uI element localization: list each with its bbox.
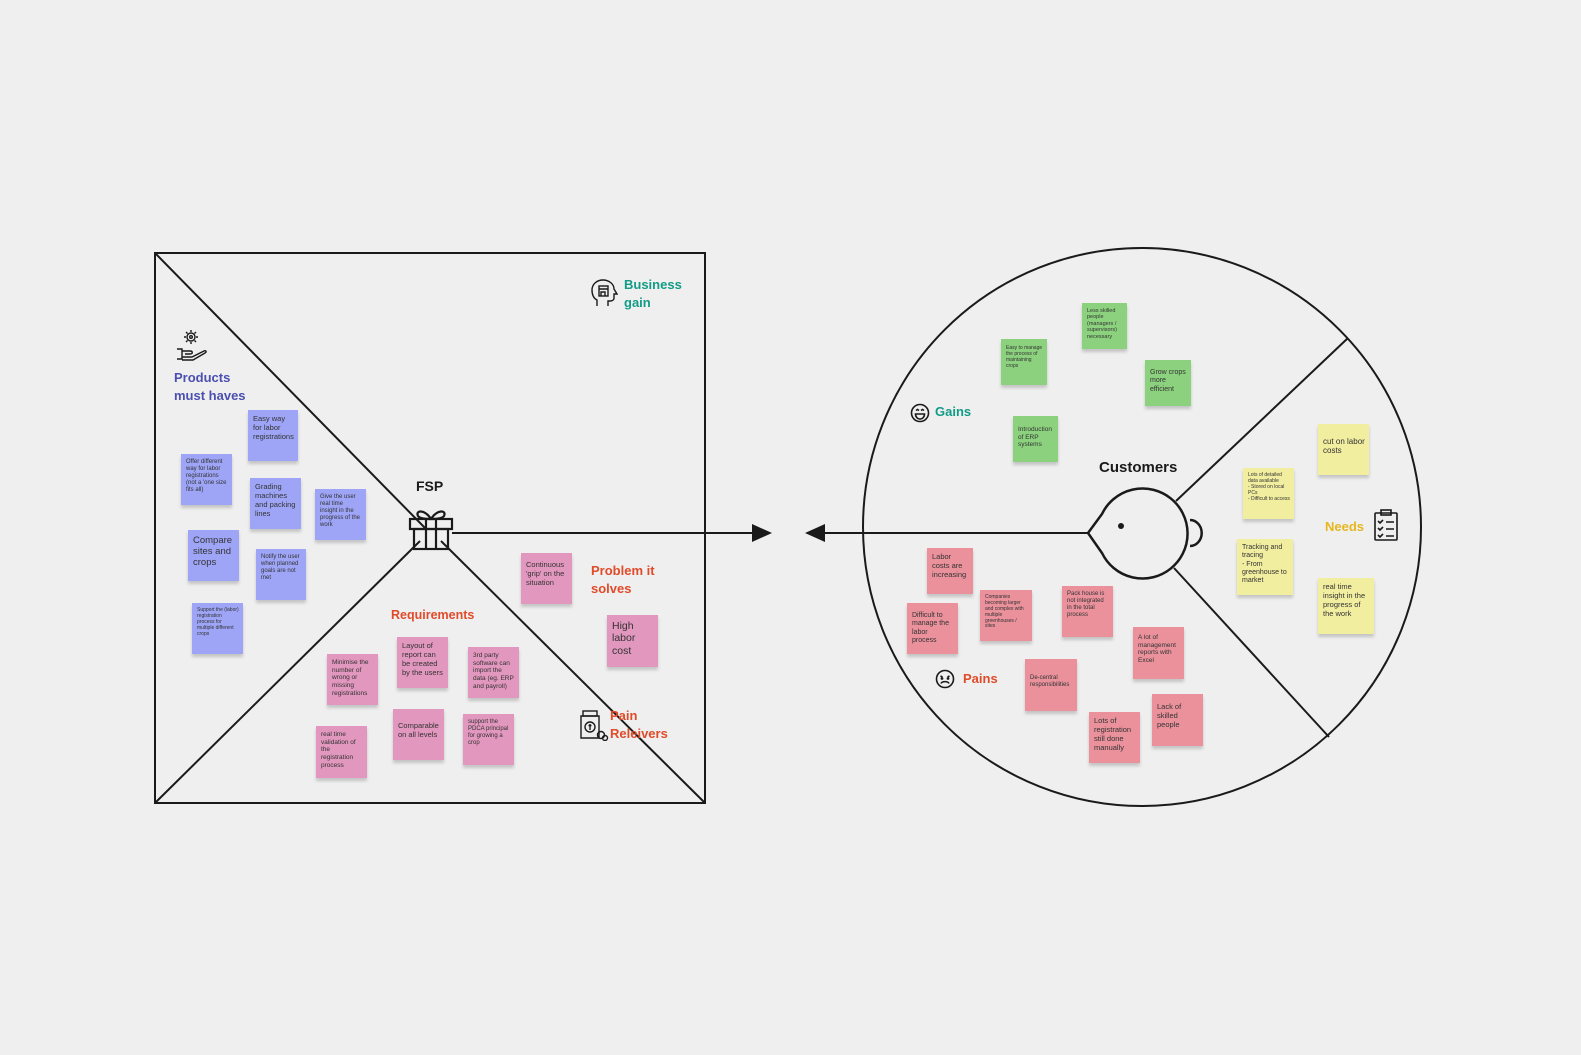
- customer-face-icon: [1086, 487, 1203, 580]
- sticky-note-need[interactable]: real time insight in the progress of the…: [1318, 578, 1374, 634]
- sticky-note-product[interactable]: Give the user real time insight in the p…: [315, 489, 366, 540]
- hand-gear-icon: [177, 330, 207, 361]
- products-label-line-2: must haves: [174, 388, 246, 403]
- sad-face-icon: [935, 669, 955, 689]
- sticky-note-pain[interactable]: De-central responsibilities: [1025, 659, 1077, 711]
- requirements-label: Requirements: [391, 608, 475, 622]
- sticky-note-requirement[interactable]: real time validation of the registration…: [316, 726, 367, 778]
- sticky-note-pain[interactable]: Lack of skilled people: [1152, 694, 1203, 746]
- sticky-note-requirement[interactable]: Minimise the number of wrong or missing …: [327, 654, 378, 705]
- business-gain-line-1: Business: [624, 277, 682, 292]
- sticky-note-pain[interactable]: Labor costs are increasing: [927, 548, 973, 594]
- pains-label: Pains: [963, 671, 998, 686]
- gift-icon: [408, 510, 454, 551]
- sticky-note-requirement[interactable]: Comparable on all levels: [393, 709, 444, 760]
- diagonal-bottom-right: [440, 540, 706, 804]
- arrow-head-left: [805, 524, 825, 542]
- sticky-note-gain[interactable]: Grow crops more efficient: [1145, 360, 1191, 406]
- products-label: Products must haves: [174, 369, 246, 405]
- store-head-icon: [591, 279, 618, 306]
- medicine-bottle-icon: [580, 710, 609, 741]
- sticky-note-problem[interactable]: Continuous 'grip' on the situation: [521, 553, 572, 604]
- sticky-note-product[interactable]: Compare sites and crops: [188, 530, 239, 581]
- sticky-note-pain[interactable]: Difficult to manage the labor process: [907, 603, 958, 654]
- square-border[interactable]: [154, 252, 706, 804]
- gains-label: Gains: [935, 404, 972, 419]
- customers-label: Customers: [1099, 459, 1178, 476]
- products-label-line-1: Products: [174, 370, 231, 385]
- sticky-note-gain[interactable]: Introduction of ERP systems: [1013, 416, 1058, 462]
- problem-label: Problem it solves: [591, 562, 655, 598]
- pain-relievers-line-1: Pain: [610, 708, 638, 723]
- sticky-note-need[interactable]: Tracking and tracing - From greenhouse t…: [1237, 539, 1293, 595]
- sticky-note-pain[interactable]: A lot of management reports with Excel: [1133, 627, 1184, 679]
- needs-label: Needs: [1325, 519, 1365, 534]
- sticky-note-problem[interactable]: High labor cost: [607, 615, 658, 667]
- business-gain-line-2: gain: [624, 295, 651, 310]
- problem-label-line-2: solves: [591, 581, 632, 596]
- divider-upper: [1175, 337, 1349, 502]
- value-proposition-square[interactable]: [154, 252, 755, 804]
- circle-border: [862, 247, 1422, 807]
- sticky-note-gain[interactable]: Less skilled people (managers / supervis…: [1082, 303, 1127, 349]
- sticky-note-need[interactable]: cut on labor costs: [1318, 424, 1369, 475]
- sticky-note-product[interactable]: Support the (labor) registration process…: [192, 603, 243, 654]
- sticky-note-pain[interactable]: Pack house is not integrated in the tota…: [1062, 586, 1113, 637]
- sticky-note-product[interactable]: Offer different way for labor registrati…: [181, 454, 232, 505]
- pain-relievers-line-2: Releivers: [610, 726, 668, 741]
- sticky-note-product[interactable]: Grading machines and packing lines: [250, 478, 301, 529]
- sticky-note-product[interactable]: Notify the user when planned goals are n…: [256, 549, 306, 600]
- sticky-note-need[interactable]: Lots of detailed data available - Stored…: [1243, 468, 1294, 519]
- pain-relievers-label: Pain Releivers: [610, 707, 668, 743]
- arrow-head-right: [752, 524, 772, 542]
- diagonal-top-left: [154, 252, 428, 531]
- diagonal-bottom-left: [154, 540, 421, 804]
- customer-circle[interactable]: [862, 247, 1422, 807]
- sticky-note-pain[interactable]: Companies becoming larger and complex wi…: [980, 590, 1032, 641]
- sticky-note-requirement[interactable]: 3rd party software can import the data (…: [468, 647, 519, 698]
- sticky-note-pain[interactable]: Lots of registration still done manually: [1089, 712, 1140, 763]
- clipboard-checklist-icon: [1374, 509, 1398, 541]
- problem-label-line-1: Problem it: [591, 563, 655, 578]
- sticky-note-gain[interactable]: Easy to manage the process of maintainin…: [1001, 339, 1047, 385]
- fsp-label: FSP: [416, 478, 444, 494]
- divider-lower: [1173, 567, 1330, 738]
- business-gain-label: Business gain: [624, 276, 682, 312]
- sticky-note-requirement[interactable]: support the PDCA principal for growing a…: [463, 714, 514, 765]
- sticky-note-product[interactable]: Easy way for labor registrations: [248, 410, 298, 461]
- sticky-note-requirement[interactable]: Layout of report can be created by the u…: [397, 637, 448, 688]
- smile-face-icon: [910, 403, 930, 423]
